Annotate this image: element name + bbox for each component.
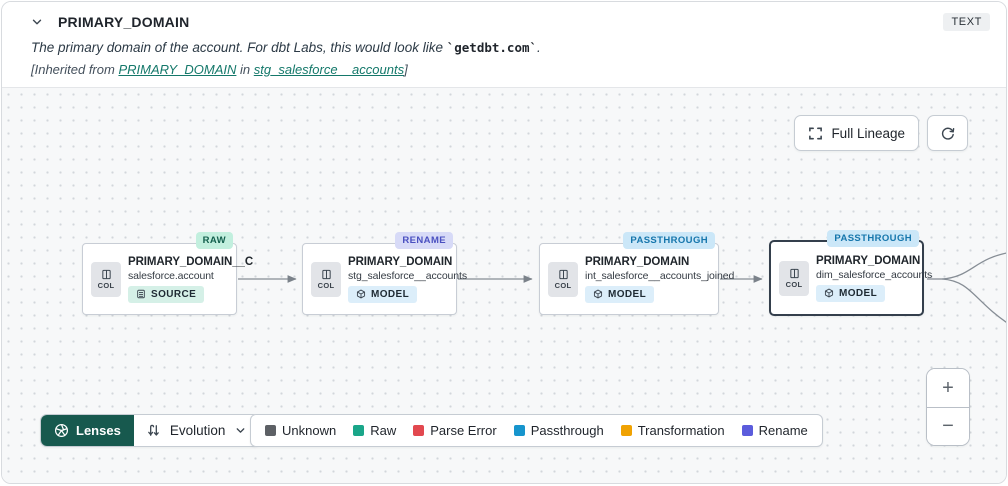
legend-swatch [741, 425, 753, 436]
column-header: PRIMARY_DOMAIN TEXT The primary domain o… [2, 2, 1006, 87]
legend-item: Parse Error [413, 423, 497, 438]
page-title: PRIMARY_DOMAIN [58, 14, 190, 30]
legend-label: Raw [370, 423, 397, 438]
lineage-node-staging[interactable]: RENAME COL PRIMARY_DOMAIN stg_salesforce… [302, 232, 468, 315]
legend-swatch [620, 425, 632, 436]
column-icon [101, 269, 112, 280]
column-chip: COL [779, 260, 809, 296]
lenses-button[interactable]: Lenses [41, 415, 134, 446]
legend-label: Parse Error [430, 423, 497, 438]
legend-label: Unknown [282, 423, 337, 438]
legend-label: Rename [758, 423, 808, 438]
legend-item: Rename [741, 423, 808, 438]
source-icon [136, 289, 146, 299]
node-title: PRIMARY_DOMAIN [348, 255, 453, 268]
model-cube-icon [824, 288, 834, 298]
inline-code: `getdbt.com` [446, 40, 538, 55]
refresh-button[interactable] [927, 115, 968, 151]
column-chip: COL [91, 261, 121, 297]
legend-swatch [513, 425, 525, 436]
lineage-edges [238, 252, 1006, 323]
lineage-node-source[interactable]: RAW COL PRIMARY_DOMAIN__C salesforce.acc… [82, 232, 254, 315]
column-icon [321, 269, 332, 280]
refresh-icon [940, 125, 956, 141]
lens-dropdown[interactable]: Evolution [133, 415, 260, 446]
inherited-model-link[interactable]: stg_salesforce__accounts [253, 62, 405, 77]
lens-aperture-icon [54, 423, 69, 438]
legend-swatch [413, 425, 425, 436]
status-badge: RENAME [395, 232, 453, 249]
legend-item: Passthrough [513, 423, 604, 438]
lenses-control: Lenses Evolution [40, 414, 261, 447]
selected-lens-label: Evolution [169, 423, 226, 438]
expand-brackets-icon [808, 126, 823, 141]
node-title: PRIMARY_DOMAIN__C [128, 255, 254, 268]
legend-item: Unknown [265, 423, 336, 438]
node-title: PRIMARY_DOMAIN [585, 255, 690, 268]
column-chip: COL [311, 261, 341, 297]
resource-type-pill: SOURCE [128, 285, 205, 303]
legend-swatch [353, 425, 365, 436]
node-subtitle: salesforce.account [128, 269, 214, 282]
column-icon [789, 268, 800, 279]
legend-label: Transformation [637, 423, 725, 438]
resource-type-pill: MODEL [348, 285, 418, 303]
inherited-column-link[interactable]: PRIMARY_DOMAIN [118, 62, 237, 77]
status-badge: RAW [195, 232, 233, 249]
chevron-down-icon[interactable] [30, 15, 44, 29]
full-lineage-label: Full Lineage [831, 125, 905, 141]
zoom-out-button[interactable]: − [927, 407, 969, 445]
column-chip: COL [548, 261, 578, 297]
node-subtitle: stg_salesforce__accounts [348, 269, 468, 282]
node-title: PRIMARY_DOMAIN [816, 254, 921, 267]
legend-item: Raw [353, 423, 396, 438]
lenses-label: Lenses [76, 423, 121, 438]
full-lineage-button[interactable]: Full Lineage [794, 115, 919, 151]
status-badge: PASSTHROUGH [623, 232, 715, 249]
lineage-canvas[interactable]: Full Lineage RAW COL PRIMARY_DOMAIN__C s… [2, 87, 1006, 483]
legend-label: Passthrough [530, 423, 604, 438]
resource-type-pill: MODEL [816, 284, 886, 302]
column-description: The primary domain of the account. For d… [31, 40, 541, 55]
column-icon [558, 269, 569, 280]
lens-legend: Unknown Raw Parse Error Passthrough Transfor… [250, 414, 823, 447]
model-cube-icon [356, 289, 366, 299]
zoom-controls: + − [926, 368, 970, 446]
resource-type-pill: MODEL [585, 285, 655, 303]
inherited-note: [Inherited from PRIMARY_DOMAIN in stg_sa… [31, 62, 408, 77]
node-subtitle: dim_salesforce_accounts [816, 268, 933, 281]
lineage-node-dim-selected[interactable]: PASSTHROUGH COL PRIMARY_DOMAIN dim_sales… [769, 230, 933, 316]
legend-item: Transformation [620, 423, 725, 438]
lineage-node-intermediate[interactable]: PASSTHROUGH COL PRIMARY_DOMAIN int_sales… [539, 232, 735, 315]
column-type-badge: TEXT [943, 13, 990, 31]
zoom-in-button[interactable]: + [927, 369, 969, 407]
node-subtitle: int_salesforce__accounts_joined [585, 269, 735, 282]
status-badge: PASSTHROUGH [827, 230, 919, 247]
chevron-down-icon [234, 424, 247, 437]
model-cube-icon [593, 289, 603, 299]
legend-swatch [265, 425, 276, 436]
evolution-swap-icon [146, 423, 161, 438]
